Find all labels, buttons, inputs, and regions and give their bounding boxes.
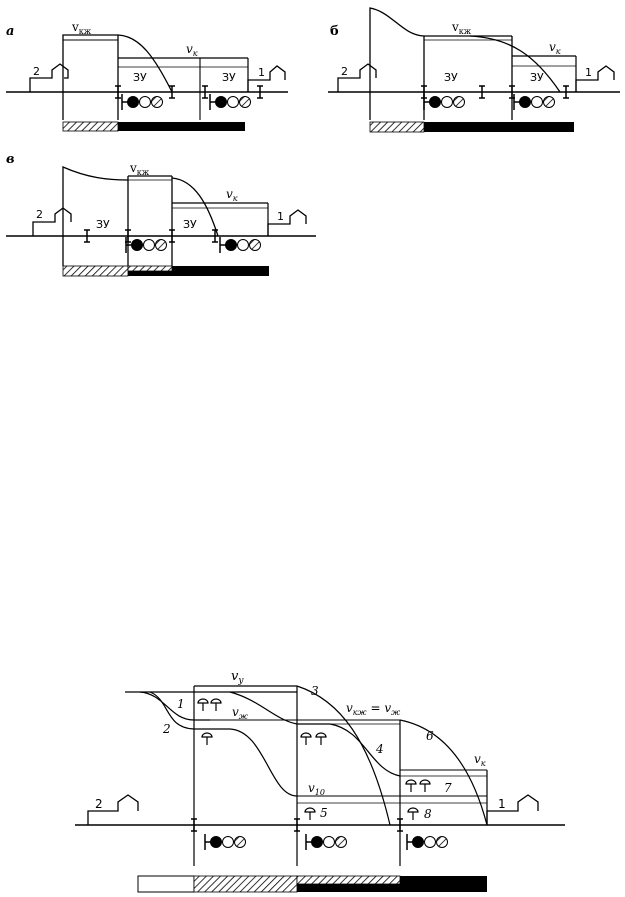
sensor-icon <box>407 807 419 821</box>
train-1-label: 1 <box>498 797 506 811</box>
signal-icon <box>209 93 252 111</box>
panel-c-label: в <box>6 152 15 167</box>
v-10-label: v10 <box>308 781 325 797</box>
v-k-label: vк <box>226 187 238 203</box>
curve-1-label: 1 <box>177 697 185 711</box>
train-1-icon <box>575 65 615 92</box>
curve-8-label: 8 <box>424 807 432 821</box>
train-2-label: 2 <box>341 65 348 78</box>
train-2-icon <box>29 63 69 92</box>
zu-label-1: ЗУ <box>133 71 147 84</box>
sensor-icon <box>210 698 222 712</box>
signal-icon <box>406 833 449 851</box>
train-2-label: 2 <box>33 65 40 78</box>
panel-b: б 2 1 vкж vк ЗУ ЗУ <box>328 7 620 133</box>
panel-d: 2 1 <box>75 669 565 893</box>
panel-a-label: а <box>6 24 14 39</box>
curve-3-label: 3 <box>311 684 319 698</box>
signal-icon <box>305 833 348 851</box>
curve-2-label: 2 <box>162 722 171 736</box>
curve-7-label: 7 <box>444 781 452 795</box>
v-k-label: vк <box>549 40 561 56</box>
zu-label-2: ЗУ <box>222 71 236 84</box>
sensor-icon <box>405 779 417 793</box>
sensor-icon <box>197 698 209 712</box>
sensor-icon <box>304 807 316 821</box>
panel-c: в 2 1 vкж vк ЗУ ЗУ <box>6 152 316 277</box>
v-y-label: vу <box>231 669 244 686</box>
v-zh-label: vж <box>232 705 248 721</box>
v-k-label: vк <box>186 42 198 58</box>
v-kzh-eq-label: vкж = vж <box>346 701 400 717</box>
v-k-label: vк <box>474 752 486 768</box>
curve-6-label: 6 <box>426 729 434 743</box>
v-kzh-label: vкж <box>451 20 472 36</box>
zu-label-2: ЗУ <box>530 71 544 84</box>
train-2-icon <box>32 207 72 236</box>
zu-label-2: ЗУ <box>183 218 197 231</box>
train-1-label: 1 <box>258 66 265 79</box>
sensor-icon <box>315 732 327 746</box>
train-2-icon <box>337 63 377 92</box>
signal-icon <box>423 93 466 111</box>
signal-icon <box>204 833 247 851</box>
panel-a: а 2 1 vкж vк ЗУ ЗУ <box>6 20 288 132</box>
sensor-icon <box>300 732 312 746</box>
signal-icon <box>121 93 164 111</box>
train-2-icon <box>87 794 139 825</box>
panel-b-label: б <box>330 24 339 39</box>
signal-icon <box>125 236 168 254</box>
train-1-icon <box>267 209 307 236</box>
curve-5-label: 5 <box>320 806 328 820</box>
signal-icon <box>513 93 556 111</box>
curve-4-label: 4 <box>375 742 384 756</box>
train-1-label: 1 <box>585 66 592 79</box>
train-1-label: 1 <box>277 210 284 223</box>
v-kzh-label: vкж <box>129 161 150 177</box>
train-1-icon <box>486 794 539 825</box>
sensor-icon <box>419 779 431 793</box>
train-2-label: 2 <box>36 208 43 221</box>
train-1-icon <box>247 65 286 92</box>
train-2-label: 2 <box>95 797 103 811</box>
signal-icon <box>219 236 262 254</box>
zu-label-1: ЗУ <box>96 218 110 231</box>
v-kzh-label: vкж <box>71 20 92 36</box>
zu-label-1: ЗУ <box>444 71 458 84</box>
sensor-icon <box>201 732 213 746</box>
